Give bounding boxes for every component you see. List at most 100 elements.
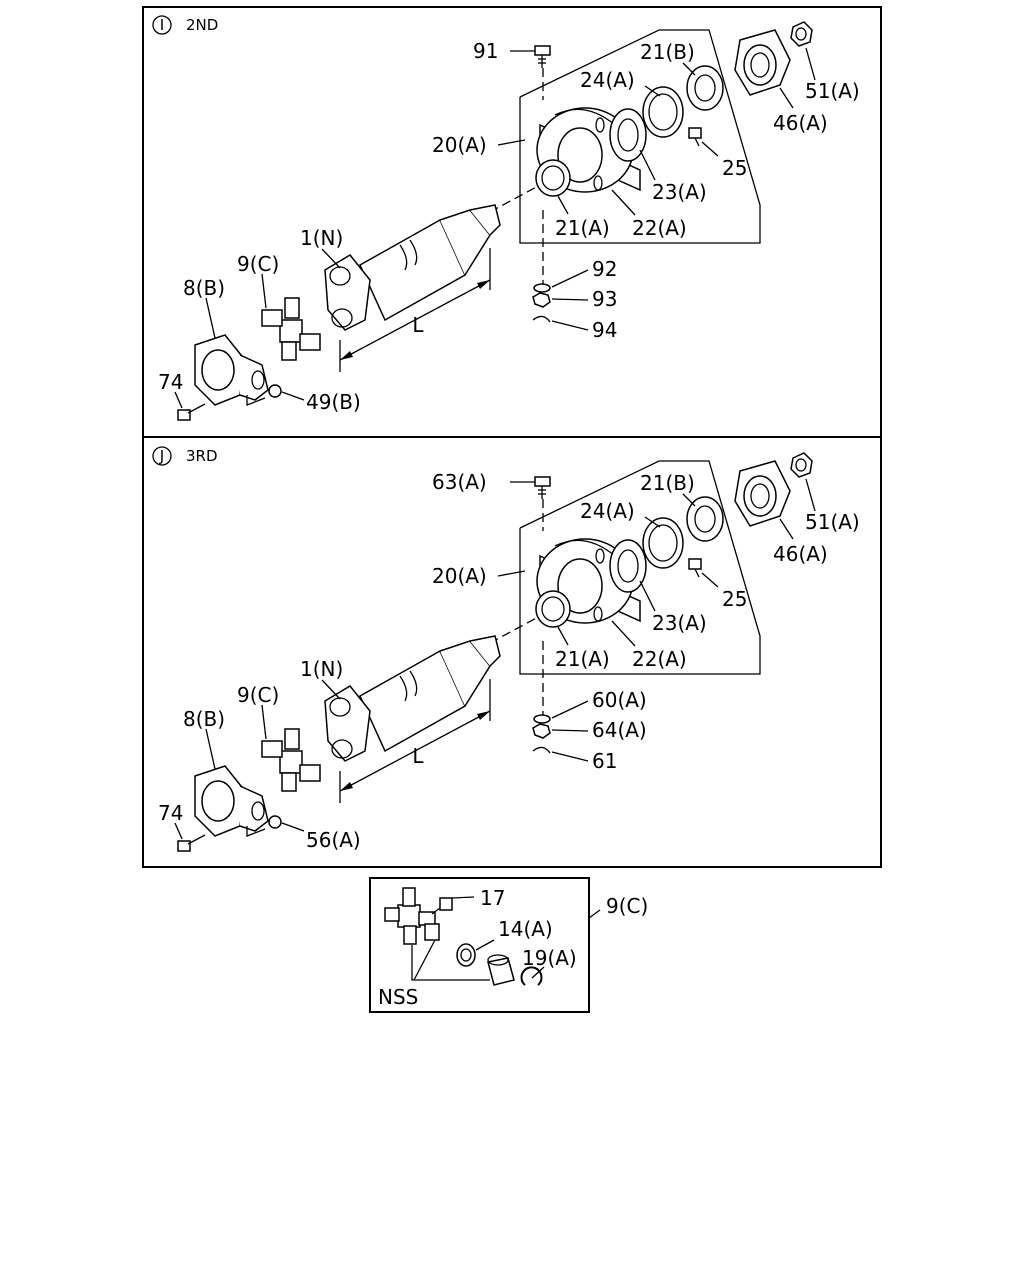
section-title: 2ND (186, 16, 218, 34)
shaft-yoke (324, 254, 371, 331)
bolt (534, 45, 551, 68)
callout-46a: 46(A) (773, 111, 828, 135)
callout-8b: 8(B) (183, 707, 225, 731)
bolt (534, 476, 551, 499)
callout-51a: 51(A) (805, 79, 860, 103)
callout-21a: 21(A) (555, 216, 610, 240)
washer (533, 283, 551, 293)
seal-ring (642, 517, 684, 569)
callout-61: 61 (592, 749, 617, 773)
flange-nut (790, 452, 813, 478)
shaft-yoke (324, 685, 371, 762)
callout-9c: 9(C) (237, 683, 279, 707)
universal-joint-spider (261, 728, 321, 792)
section-marker: J (159, 447, 164, 465)
propeller-shaft (359, 635, 501, 753)
companion-flange (734, 460, 791, 527)
callout-25: 25 (722, 156, 747, 180)
callout-74: 74 (158, 370, 183, 394)
callout-24a: 24(A) (580, 499, 635, 523)
callout-91: 91 (473, 39, 498, 63)
flange-nut (790, 21, 813, 47)
grease-fitting (431, 897, 453, 915)
grease-nipple (688, 558, 702, 578)
lock-washer (268, 815, 282, 829)
assembly-line (489, 184, 541, 213)
callout-23a: 23(A) (652, 611, 707, 635)
section-marker: I (160, 16, 164, 34)
flange-bolt (177, 403, 206, 421)
section-marker-circle (152, 446, 172, 466)
castle-nut (532, 292, 551, 308)
bearing-group-outline (519, 29, 761, 244)
companion-flange (734, 29, 791, 96)
bearing (609, 539, 647, 593)
rubber-cushion-rear (686, 65, 724, 111)
detail-9c: 17 14(A) 19(A) NSS 9(C) (378, 886, 648, 1009)
bearing-group-outline (519, 460, 761, 675)
callout-21b: 21(B) (640, 40, 695, 64)
panel-frame-3rd (142, 436, 882, 868)
leader-lines (174, 47, 816, 409)
callout-63a: 63(A) (432, 470, 487, 494)
cotter-pin (532, 746, 551, 754)
snap-ring (520, 966, 543, 986)
propeller-shaft (359, 204, 501, 322)
washer (533, 714, 551, 724)
dimension-L (339, 248, 491, 372)
callout-74: 74 (158, 801, 183, 825)
callout-51a: 51(A) (805, 510, 860, 534)
panel-2nd: I 2ND (152, 15, 860, 421)
callout-92: 92 (592, 257, 617, 281)
callout-8b: 8(B) (183, 276, 225, 300)
section-title: 3RD (186, 447, 218, 465)
dimension-L (339, 679, 491, 803)
dimension-label: L (412, 313, 424, 337)
callout-9c: 9(C) (237, 252, 279, 276)
callout-46a: 46(A) (773, 542, 828, 566)
leader-lines (174, 478, 816, 840)
callout-93: 93 (592, 287, 617, 311)
universal-joint-spider (261, 297, 321, 361)
callout-21b: 21(B) (640, 471, 695, 495)
callout-17: 17 (480, 886, 505, 910)
spider-cross (384, 887, 440, 945)
bearing-cup (487, 954, 515, 986)
flange-yoke (194, 765, 269, 837)
callout-19a: 19(A) (522, 946, 577, 970)
detail-frame (369, 877, 590, 1013)
seal (456, 943, 476, 967)
callout-1n: 1(N) (300, 226, 343, 250)
assembly-line (489, 615, 541, 644)
callout-1n: 1(N) (300, 657, 343, 681)
callout-56a: 56(A) (306, 828, 361, 852)
flange-bolt (177, 834, 206, 852)
callout-94: 94 (592, 318, 617, 342)
rubber-cushion-front (535, 159, 571, 197)
castle-nut (532, 723, 551, 739)
seal-ring (642, 86, 684, 138)
nss-label: NSS (378, 985, 418, 1009)
callout-20a: 20(A) (432, 564, 487, 588)
callout-60a: 60(A) (592, 688, 647, 712)
flange-yoke (194, 334, 269, 406)
callout-22a: 22(A) (632, 647, 687, 671)
callout-49b: 49(B) (306, 390, 361, 414)
callout-23a: 23(A) (652, 180, 707, 204)
callout-21a: 21(A) (555, 647, 610, 671)
lock-washer (268, 384, 282, 398)
detail-title: 9(C) (606, 894, 648, 918)
callout-24a: 24(A) (580, 68, 635, 92)
callout-22a: 22(A) (632, 216, 687, 240)
grease-nipple (688, 127, 702, 147)
callout-25: 25 (722, 587, 747, 611)
rubber-cushion-rear (686, 496, 724, 542)
section-marker-circle (152, 15, 172, 35)
dimension-label: L (412, 744, 424, 768)
callout-64a: 64(A) (592, 718, 647, 742)
cotter-pin (532, 315, 551, 323)
panel-3rd: J 3RD (152, 446, 860, 852)
callout-20a: 20(A) (432, 133, 487, 157)
callout-14a: 14(A) (498, 917, 553, 941)
